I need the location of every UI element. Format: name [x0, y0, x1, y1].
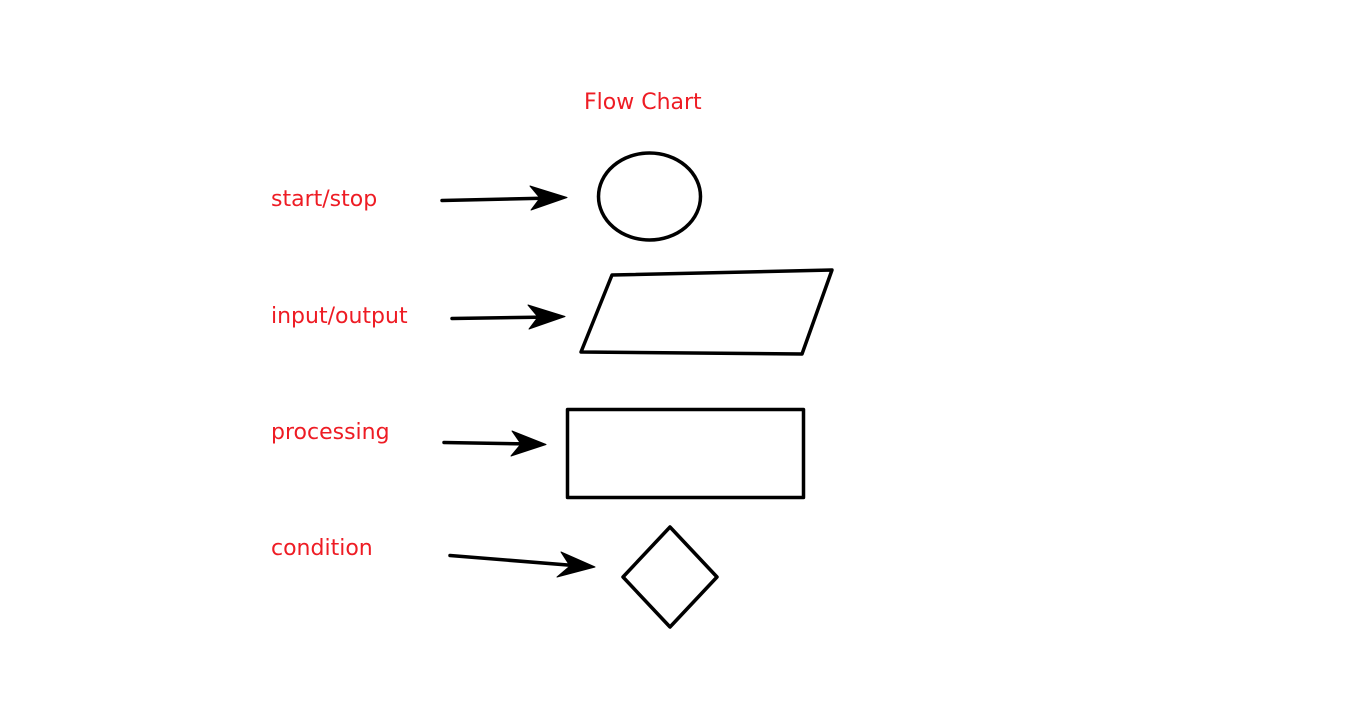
condition-label: condition: [271, 536, 373, 561]
input-output-label: input/output: [271, 304, 408, 329]
start-stop-label: start/stop: [271, 187, 378, 212]
processing-arrow: [442, 430, 547, 457]
processing-label: processing: [271, 420, 390, 445]
processing-rectangle-symbol: [565, 407, 806, 500]
condition-diamond-symbol: [621, 525, 719, 629]
diagram-title: Flow Chart: [584, 90, 702, 115]
start-stop-arrow: [440, 185, 568, 211]
input-output-arrow: [450, 304, 566, 330]
input-output-parallelogram-symbol: [579, 268, 834, 356]
condition-arrow: [448, 551, 596, 578]
start-stop-ellipse-symbol: [596, 151, 703, 242]
